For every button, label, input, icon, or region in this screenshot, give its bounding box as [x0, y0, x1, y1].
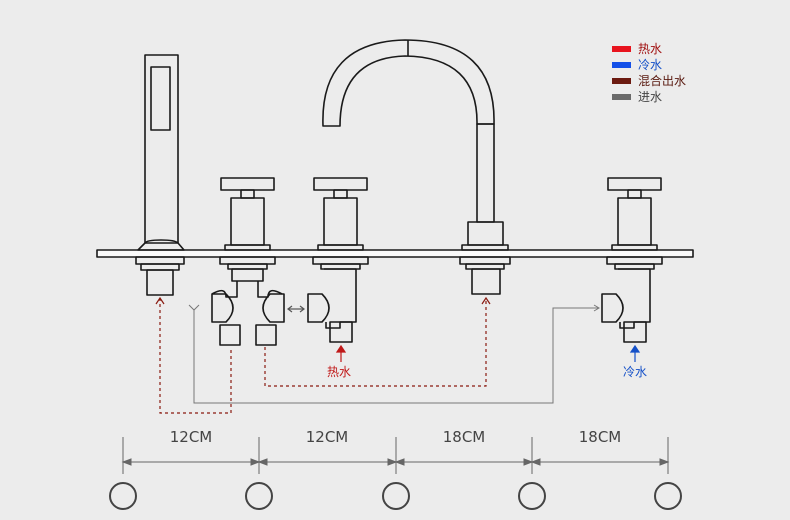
- inlet-pipe: [193, 307, 599, 404]
- hand-shower: [135, 54, 185, 296]
- legend-swatch: [612, 46, 631, 52]
- dimension-label-3: 18CM: [442, 428, 486, 446]
- legend-label: 混合出水: [638, 74, 687, 88]
- legend-label: 冷水: [638, 58, 663, 72]
- dimension-label-2: 12CM: [305, 428, 349, 446]
- mixed-route-shower: [159, 298, 232, 414]
- legend-item-mixed: 混合出水: [612, 73, 686, 89]
- mounting-hole-1: [109, 482, 137, 510]
- cold-water-valve: [601, 177, 663, 343]
- cold-water-label: 冷水: [623, 365, 648, 379]
- legend-item-inlet: 进水: [612, 89, 686, 105]
- cold-water-arrow: [629, 344, 641, 362]
- hot-water-valve: [307, 177, 369, 343]
- spout: [322, 39, 511, 295]
- legend-swatch: [612, 62, 631, 68]
- dimension-lines: [121, 437, 670, 474]
- legend: 热水 冷水 混合出水 进水: [612, 41, 686, 105]
- legend-label: 进水: [638, 90, 663, 104]
- mounting-hole-5: [654, 482, 682, 510]
- mounting-hole-3: [382, 482, 410, 510]
- mixed-route-spout: [264, 298, 487, 387]
- mounting-hole-2: [245, 482, 273, 510]
- deck-plate: [96, 249, 694, 258]
- legend-item-hot: 热水: [612, 41, 686, 57]
- legend-item-cold: 冷水: [612, 57, 686, 73]
- legend-label: 热水: [638, 42, 663, 56]
- dimension-label-1: 12CM: [169, 428, 213, 446]
- hot-water-arrow: [335, 344, 347, 362]
- dimension-label-4: 18CM: [578, 428, 622, 446]
- legend-swatch: [612, 94, 631, 100]
- hot-water-label: 热水: [327, 365, 352, 379]
- diverter-valve: [211, 177, 285, 346]
- mounting-hole-4: [518, 482, 546, 510]
- legend-swatch: [612, 78, 631, 84]
